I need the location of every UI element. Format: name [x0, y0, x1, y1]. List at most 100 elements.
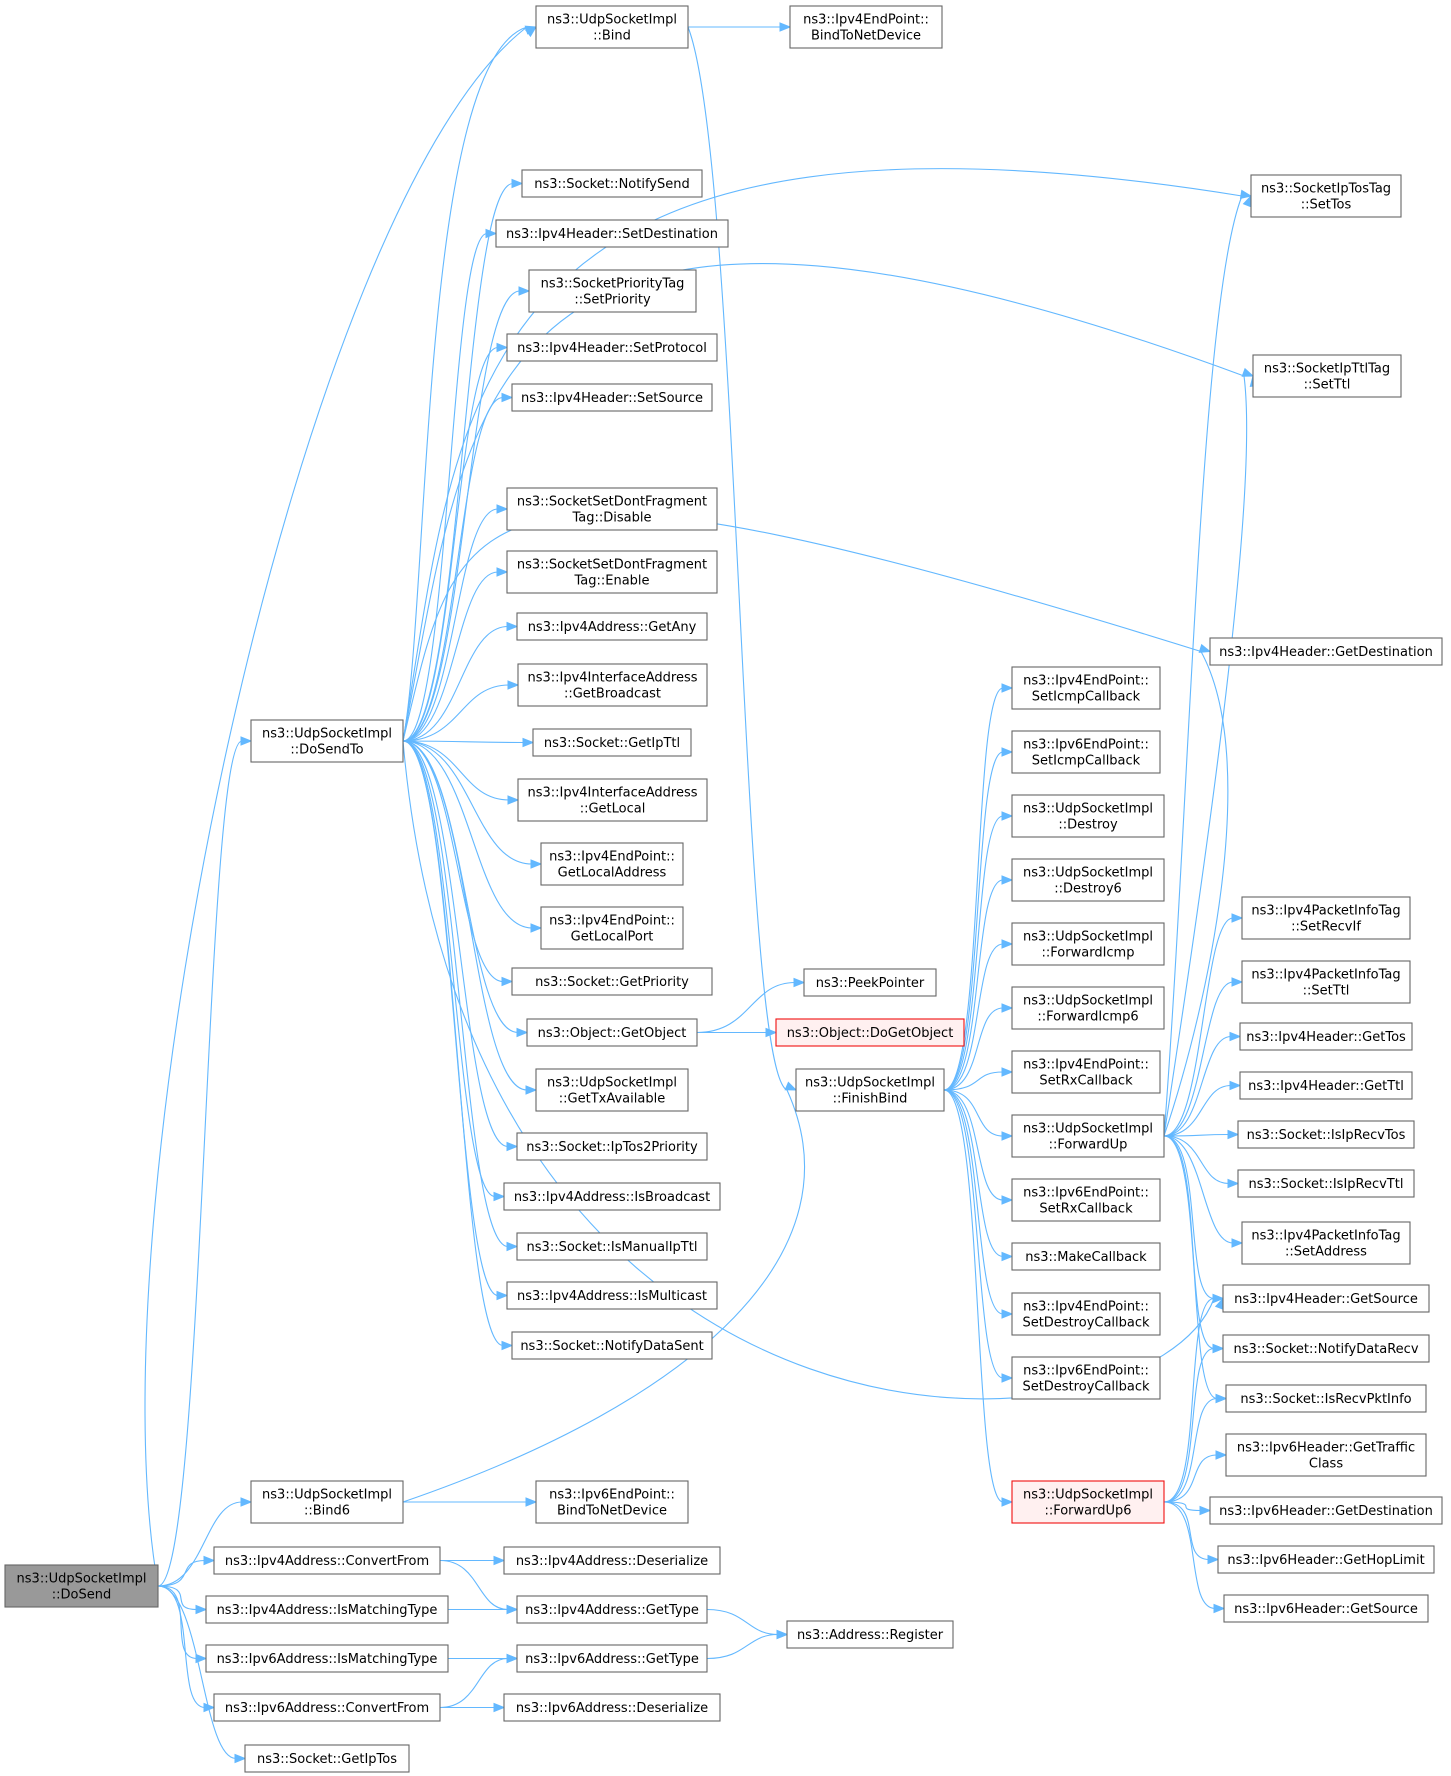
node-ipv4a-convertfrom[interactable]: ns3::Ipv4Address::ConvertFrom — [213, 1546, 441, 1575]
node-ifaddr-getlocal[interactable]: ns3::Ipv4InterfaceAddress::GetLocal — [517, 778, 708, 822]
node-ep4-getlocalport[interactable]: ns3::Ipv4EndPoint::GetLocalPort — [540, 906, 684, 950]
node-ipttltag-setttl[interactable]: ns3::SocketIpTtlTag::SetTtl — [1252, 354, 1402, 398]
node-sock-isrecvpktinfo[interactable]: ns3::Socket::IsRecvPktInfo — [1225, 1384, 1427, 1413]
arrowhead-icon — [524, 25, 538, 35]
node-sock-getipttl[interactable]: ns3::Socket::GetIpTtl — [532, 728, 692, 757]
node-ipv4a-isbcast[interactable]: ns3::Ipv4Address::IsBroadcast — [503, 1182, 721, 1211]
node-addr-register[interactable]: ns3::Address::Register — [786, 1620, 954, 1649]
node-ipv4a-deser[interactable]: ns3::Ipv4Address::Deserialize — [503, 1546, 721, 1575]
arrowhead-icon — [493, 1191, 506, 1202]
node-sock-isiprecvtos[interactable]: ns3::Socket::IsIpRecvTos — [1237, 1120, 1415, 1149]
node-sock-getiptos[interactable]: ns3::Socket::GetIpTos — [244, 1744, 410, 1773]
node-label: ns3::Ipv4Address::Deserialize — [516, 1554, 708, 1569]
node-udp-fwdicmp6[interactable]: ns3::UdpSocketImpl::ForwardIcmp6 — [1011, 986, 1165, 1030]
node-label: ns3::Ipv4Header::GetDestination — [1219, 645, 1433, 660]
node-ipv4h-getsrc[interactable]: ns3::Ipv4Header::GetSource — [1222, 1284, 1430, 1313]
node-ipv4h-setdest[interactable]: ns3::Ipv4Header::SetDestination — [495, 219, 729, 248]
node-ipv6h-getsrc[interactable]: ns3::Ipv6Header::GetSource — [1223, 1594, 1429, 1623]
node-ep6-bindtonetdev[interactable]: ns3::Ipv6EndPoint::BindToNetDevice — [535, 1480, 689, 1524]
node-ipv6a-deser[interactable]: ns3::Ipv6Address::Deserialize — [503, 1693, 721, 1722]
node-sock-ismanualttl[interactable]: ns3::Socket::IsManualIpTtl — [516, 1232, 708, 1261]
node-peekpointer[interactable]: ns3::PeekPointer — [803, 968, 937, 997]
edge-dosendto-to-ipv4h_setsrc — [402, 392, 514, 742]
node-ifaddr-getbcast[interactable]: ns3::Ipv4InterfaceAddress::GetBroadcast — [517, 663, 708, 707]
call-graph-edges — [144, 22, 1260, 1764]
node-ipv4h-setsrc[interactable]: ns3::Ipv4Header::SetSource — [511, 383, 713, 412]
node-ep4-seticmp[interactable]: ns3::Ipv4EndPoint::SetIcmpCallback — [1011, 666, 1161, 710]
node-box — [506, 333, 718, 362]
node-ipv4h-getttl[interactable]: ns3::Ipv4Header::GetTtl — [1239, 1071, 1413, 1100]
node-ipv4a-ismcast[interactable]: ns3::Ipv4Address::IsMulticast — [506, 1281, 718, 1310]
node-box — [511, 383, 713, 412]
node-ep6-setrx[interactable]: ns3::Ipv6EndPoint::SetRxCallback — [1011, 1178, 1161, 1222]
node-box — [1011, 1356, 1161, 1400]
arrowhead-icon — [1001, 683, 1014, 693]
node-obj-getobject[interactable]: ns3::Object::GetObject — [526, 1018, 698, 1047]
node-label: ns3::Ipv6Header::GetTraffic — [1237, 1441, 1415, 1456]
node-ipv6a-convertfrom[interactable]: ns3::Ipv6Address::ConvertFrom — [213, 1693, 441, 1722]
arrowhead-icon — [493, 1555, 506, 1566]
node-udp-destroy6[interactable]: ns3::UdpSocketImpl::Destroy6 — [1011, 858, 1165, 902]
node-obj-dogetobject[interactable]: ns3::Object::DoGetObject — [775, 1018, 965, 1047]
node-ipv4h-gettos[interactable]: ns3::Ipv4Header::GetTos — [1239, 1022, 1413, 1051]
node-label: ns3::Ipv6EndPoint:: — [1023, 1364, 1149, 1379]
node-label: ::SetTtl — [1304, 378, 1351, 393]
node-ipv6a-gettype[interactable]: ns3::Ipv6Address::GetType — [516, 1644, 708, 1673]
node-notifysend[interactable]: ns3::Socket::NotifySend — [521, 169, 703, 198]
node-box — [1011, 922, 1165, 966]
node-ep4-bindtonetdev[interactable]: ns3::Ipv4EndPoint::BindToNetDevice — [789, 5, 943, 49]
node-sock-notifydatarecv[interactable]: ns3::Socket::NotifyDataRecv — [1222, 1334, 1430, 1363]
edge-udp_forwardup6-to-ipv4h_getsrc — [1163, 1293, 1225, 1503]
node-ipv4a-getany[interactable]: ns3::Ipv4Address::GetAny — [516, 612, 708, 641]
node-ipv4a-gettype[interactable]: ns3::Ipv4Address::GetType — [516, 1595, 708, 1624]
node-bind6[interactable]: ns3::UdpSocketImpl::Bind6 — [250, 1480, 404, 1524]
node-iptostag-settos[interactable]: ns3::SocketIpTosTag::SetTos — [1250, 174, 1402, 218]
node-ipv6h-getdest[interactable]: ns3::Ipv6Header::GetDestination — [1209, 1496, 1443, 1525]
node-label: ns3::Ipv4Address::IsBroadcast — [514, 1190, 710, 1205]
node-pkt4-setaddr[interactable]: ns3::Ipv4PacketInfoTag::SetAddress — [1241, 1221, 1411, 1265]
node-sock-isiprecvttl[interactable]: ns3::Socket::IsIpRecvTtl — [1237, 1169, 1415, 1198]
arrowhead-icon — [530, 859, 543, 869]
node-dosendto[interactable]: ns3::UdpSocketImpl::DoSendTo — [250, 719, 404, 763]
node-ipv4h-getdest[interactable]: ns3::Ipv4Header::GetDestination — [1209, 637, 1443, 666]
node-bind[interactable]: ns3::UdpSocketImpl::Bind — [535, 5, 689, 49]
node-ipv4h-setproto[interactable]: ns3::Ipv4Header::SetProtocol — [506, 333, 718, 362]
node-ep6-setdestroy[interactable]: ns3::Ipv6EndPoint::SetDestroyCallback — [1011, 1356, 1161, 1400]
node-dosend[interactable]: ns3::UdpSocketImpl::DoSend — [4, 1564, 159, 1608]
arrowhead-icon — [530, 923, 543, 933]
node-ipv6a-ismatch[interactable]: ns3::Ipv6Address::IsMatchingType — [205, 1644, 449, 1673]
node-pkt4-setttl[interactable]: ns3::Ipv4PacketInfoTag::SetTtl — [1241, 960, 1411, 1004]
node-ep4-setrx[interactable]: ns3::Ipv4EndPoint::SetRxCallback — [1011, 1050, 1161, 1094]
node-udp-gettxavail[interactable]: ns3::UdpSocketImpl::GetTxAvailable — [535, 1068, 689, 1112]
node-sockprio-setprio[interactable]: ns3::SocketPriorityTag::SetPriority — [528, 269, 697, 313]
node-finishbind[interactable]: ns3::UdpSocketImpl::FinishBind — [795, 1068, 945, 1112]
node-label: ns3::SocketSetDontFragment — [517, 495, 707, 510]
node-label: ns3::Socket::GetIpTtl — [544, 736, 680, 751]
node-ipv6h-gethop[interactable]: ns3::Ipv6Header::GetHopLimit — [1217, 1545, 1435, 1574]
arrowhead-icon — [1001, 1131, 1014, 1141]
node-label: SetDestroyCallback — [1022, 1316, 1150, 1331]
arrowhead-icon — [525, 1497, 538, 1507]
node-ep4-getlocaladdr[interactable]: ns3::Ipv4EndPoint::GetLocalAddress — [540, 842, 684, 886]
node-udp-fwdicmp[interactable]: ns3::UdpSocketImpl::ForwardIcmp — [1011, 922, 1165, 966]
node-makecallback[interactable]: ns3::MakeCallback — [1011, 1242, 1161, 1271]
node-sock-getprio[interactable]: ns3::Socket::GetPriority — [511, 967, 713, 996]
node-box — [506, 487, 718, 531]
edge-dosendto-to-ifaddr_getbcast — [402, 680, 520, 742]
edge-dosend-to-bind — [144, 26, 538, 1587]
arrowhead-icon — [203, 1555, 216, 1566]
node-ep4-setdestroy[interactable]: ns3::Ipv4EndPoint::SetDestroyCallback — [1011, 1292, 1161, 1336]
node-label: ns3::Ipv4Header::GetTtl — [1248, 1079, 1404, 1094]
node-udp-forwardup6[interactable]: ns3::UdpSocketImpl::ForwardUp6 — [1011, 1480, 1165, 1524]
node-udp-forwardup[interactable]: ns3::UdpSocketImpl::ForwardUp — [1011, 1114, 1165, 1158]
node-ep6-seticmp[interactable]: ns3::Ipv6EndPoint::SetIcmpCallback — [1011, 730, 1161, 774]
node-udp-destroy[interactable]: ns3::UdpSocketImpl::Destroy — [1011, 794, 1165, 838]
node-ipv4a-ismatch[interactable]: ns3::Ipv4Address::IsMatchingType — [205, 1595, 449, 1624]
node-sock-notifydatasent[interactable]: ns3::Socket::NotifyDataSent — [511, 1331, 713, 1360]
node-sock-iptos2prio[interactable]: ns3::Socket::IpTos2Priority — [516, 1132, 708, 1161]
node-box — [516, 1644, 708, 1673]
node-pkt4-setrecvif[interactable]: ns3::Ipv4PacketInfoTag::SetRecvIf — [1241, 896, 1411, 940]
